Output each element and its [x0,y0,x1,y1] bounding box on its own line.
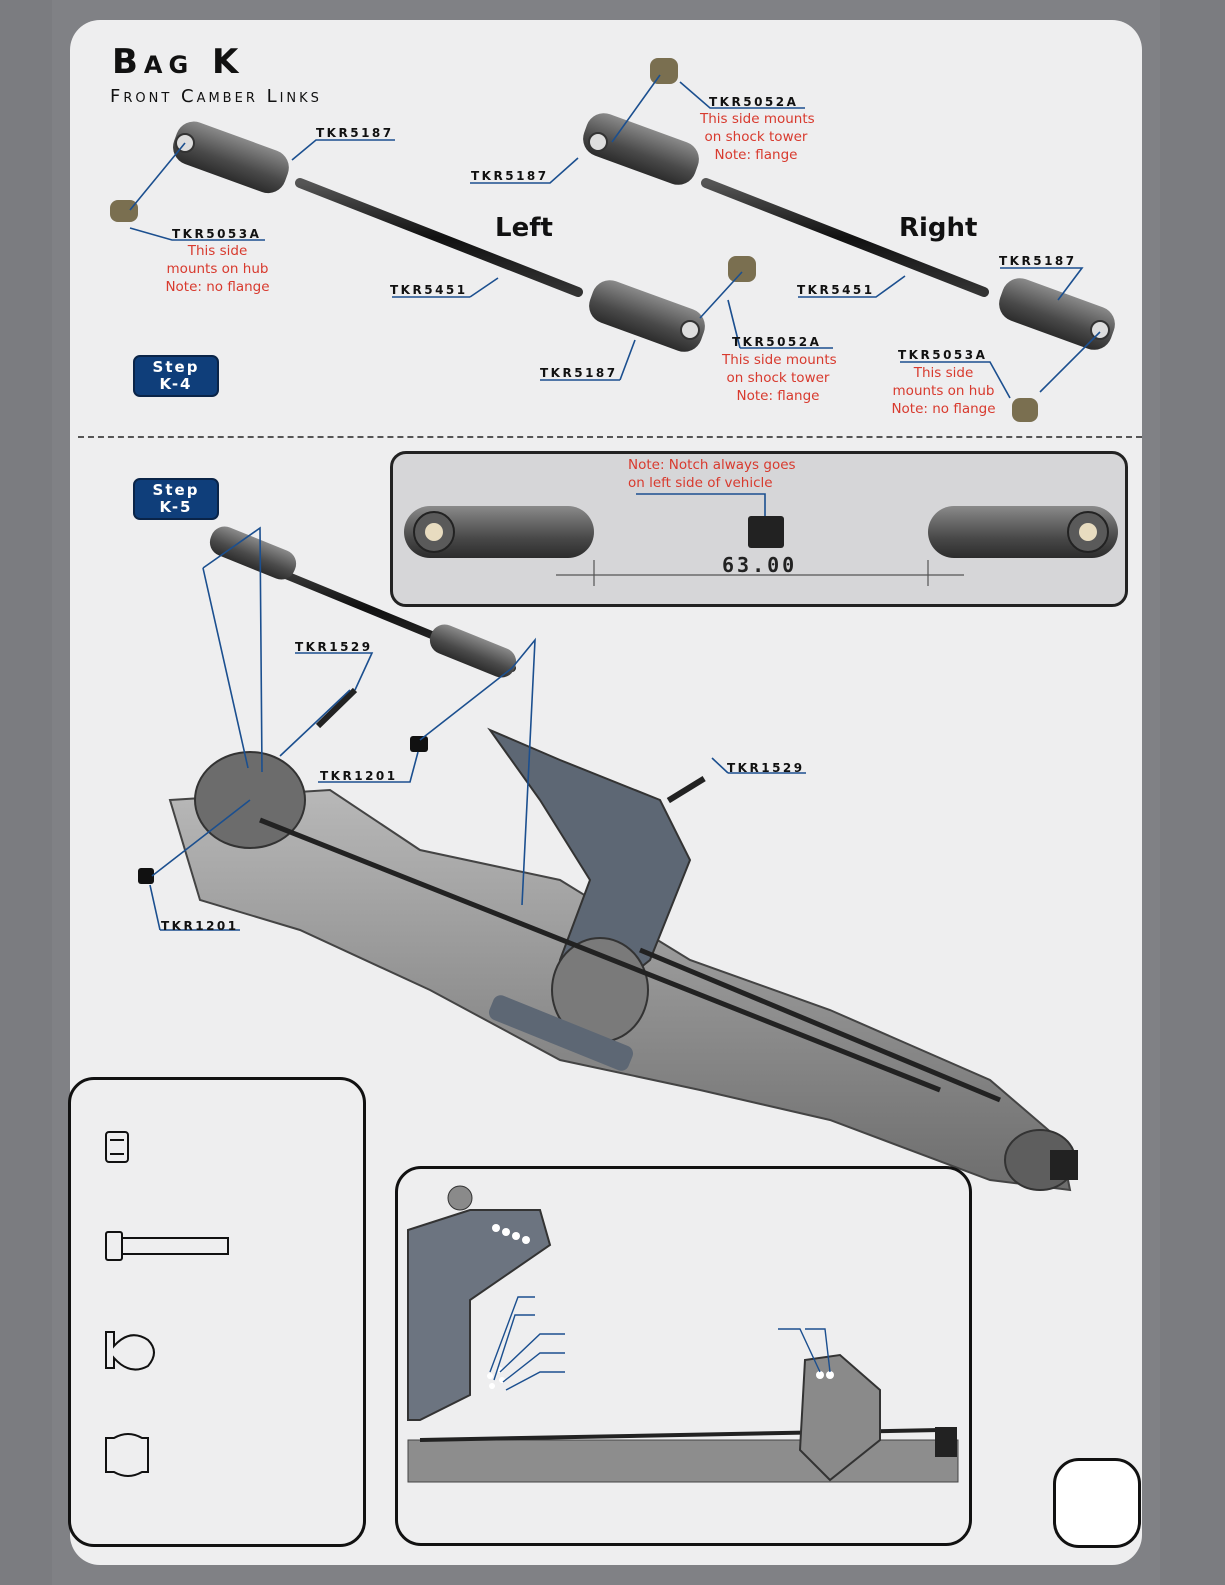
note-line: on left side of vehicle [628,475,773,491]
note-line: on shock tower [726,370,830,386]
step-k4-badge: Step K-4 [133,355,219,397]
part-number-label: TKR5053A [898,348,988,362]
page-title: Bag K [112,42,245,82]
page-number-box [1053,1458,1141,1548]
right-camber-link [583,58,1115,422]
note-line: Note: flange [736,388,820,404]
hub-mount-note-left: This side mounts on hub Note: no flange [160,242,275,296]
right-side-label: Right [899,213,978,243]
front-chassis-assembly [138,526,1078,1192]
notch-note: Note: Notch always goes on left side of … [628,456,798,492]
part-number-label: TKR5451 [390,283,468,297]
step-label: Step [152,481,200,499]
note-line: mounts on hub [166,261,269,277]
note-line: This side [187,243,248,259]
note-line: This side [913,365,974,381]
part-number-label: TKR1529 [295,640,373,654]
note-line: This side mounts [700,111,815,127]
part-number-label: TKR5451 [797,283,875,297]
step-label: Step [152,358,200,376]
tower-mount-note-top: This side mounts on shock tower Note: fl… [700,110,815,164]
page-subtitle: Front Camber Links [110,86,322,107]
tower-mount-note-mid: This side mounts on shock tower Note: fl… [722,351,837,405]
part-number-label: TKR5187 [471,169,549,183]
step-k5-badge: Step K-5 [133,478,219,520]
shock-tower-detail [407,1185,959,1483]
part-number-label: TKR5052A [709,95,799,109]
link-length-dimension: 63.00 [722,553,798,577]
part-number-label: TKR5187 [316,126,394,140]
note-line: on shock tower [704,129,808,145]
step-number: K-5 [159,498,193,516]
note-line: mounts on hub [892,383,995,399]
note-line: Note: Notch always goes [628,457,796,473]
part-number-label: TKR5187 [999,254,1077,268]
note-line: Note: no flange [891,401,996,417]
left-camber-link [110,121,756,352]
part-number-label: TKR5052A [732,335,822,349]
part-number-label: TKR1201 [161,919,239,933]
hub-mount-note-right: This side mounts on hub Note: no flange [886,364,1001,418]
hardware-legend-box [68,1077,366,1547]
note-line: Note: flange [714,147,798,163]
step-number: K-4 [159,375,193,393]
left-side-label: Left [495,213,553,243]
section-divider [78,436,1142,438]
hardware-icons [105,1131,229,1477]
part-number-label: TKR1201 [320,769,398,783]
part-number-label: TKR1529 [727,761,805,775]
note-line: This side mounts [722,352,837,368]
part-number-label: TKR5187 [540,366,618,380]
mounting-positions-box [395,1166,972,1546]
part-number-label: TKR5053A [172,227,262,241]
note-line: Note: no flange [165,279,270,295]
